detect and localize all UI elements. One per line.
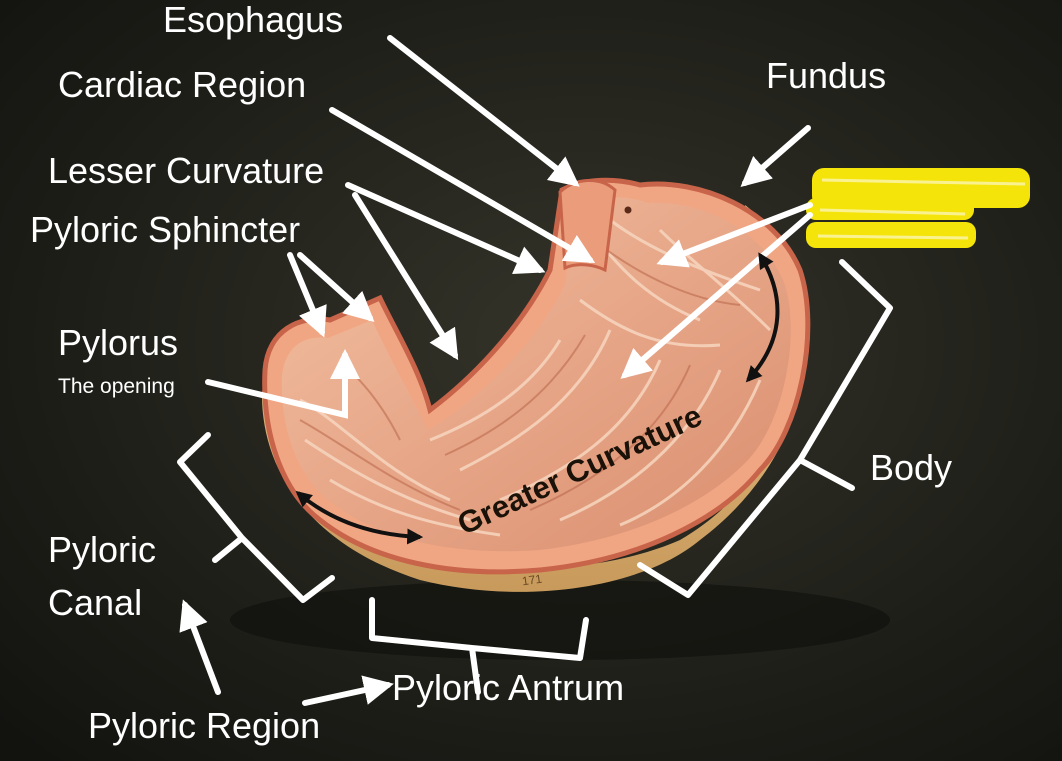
pyloric-canal-label-line1: Pyloric	[48, 529, 157, 570]
arrow-icon	[329, 107, 596, 264]
pylorus-note-label: The opening	[58, 375, 175, 398]
curvature-arrows	[295, 252, 780, 545]
cardiac-region-label: Cardiac Region	[58, 64, 307, 105]
model-shadow	[230, 580, 890, 660]
arrow-icon	[352, 192, 459, 361]
bracket-icon	[369, 597, 589, 695]
arrow-icon	[345, 182, 546, 275]
pointer-arrows	[179, 35, 813, 706]
double-arrow-icon	[745, 252, 780, 383]
pyloric-canal-label-line2: Canal	[48, 582, 143, 623]
pyloric-region-label: Pyloric Region	[88, 705, 321, 746]
arrow-icon	[287, 252, 327, 338]
model-number-label: 171	[521, 571, 543, 589]
pyloric-sphincter-label: Pyloric Sphincter	[30, 209, 301, 250]
stomach-model	[261, 177, 811, 592]
lesser-curvature-label: Lesser Curvature	[48, 150, 325, 191]
bracket-icon	[637, 259, 893, 598]
double-arrow-icon	[295, 490, 424, 545]
stomach-interior	[281, 197, 791, 552]
arrow-icon	[620, 212, 813, 379]
pylorus-label: Pylorus	[58, 322, 179, 363]
brackets	[177, 259, 893, 695]
arrow-icon	[740, 125, 811, 187]
arrow-icon	[205, 349, 360, 419]
arrow-icon	[302, 675, 394, 706]
fundus-label: Fundus	[766, 55, 887, 96]
pyloric-antrum-label: Pyloric Antrum	[392, 667, 625, 708]
arrow-icon	[297, 252, 375, 323]
model-pin-hole	[624, 206, 632, 214]
body-label: Body	[870, 447, 953, 488]
arrow-icon	[656, 202, 813, 268]
redaction-highlight	[806, 168, 1030, 248]
arrow-icon	[179, 599, 221, 695]
arrow-icon	[387, 35, 580, 187]
esophagus-label: Esophagus	[163, 0, 344, 40]
bracket-icon	[177, 432, 335, 603]
